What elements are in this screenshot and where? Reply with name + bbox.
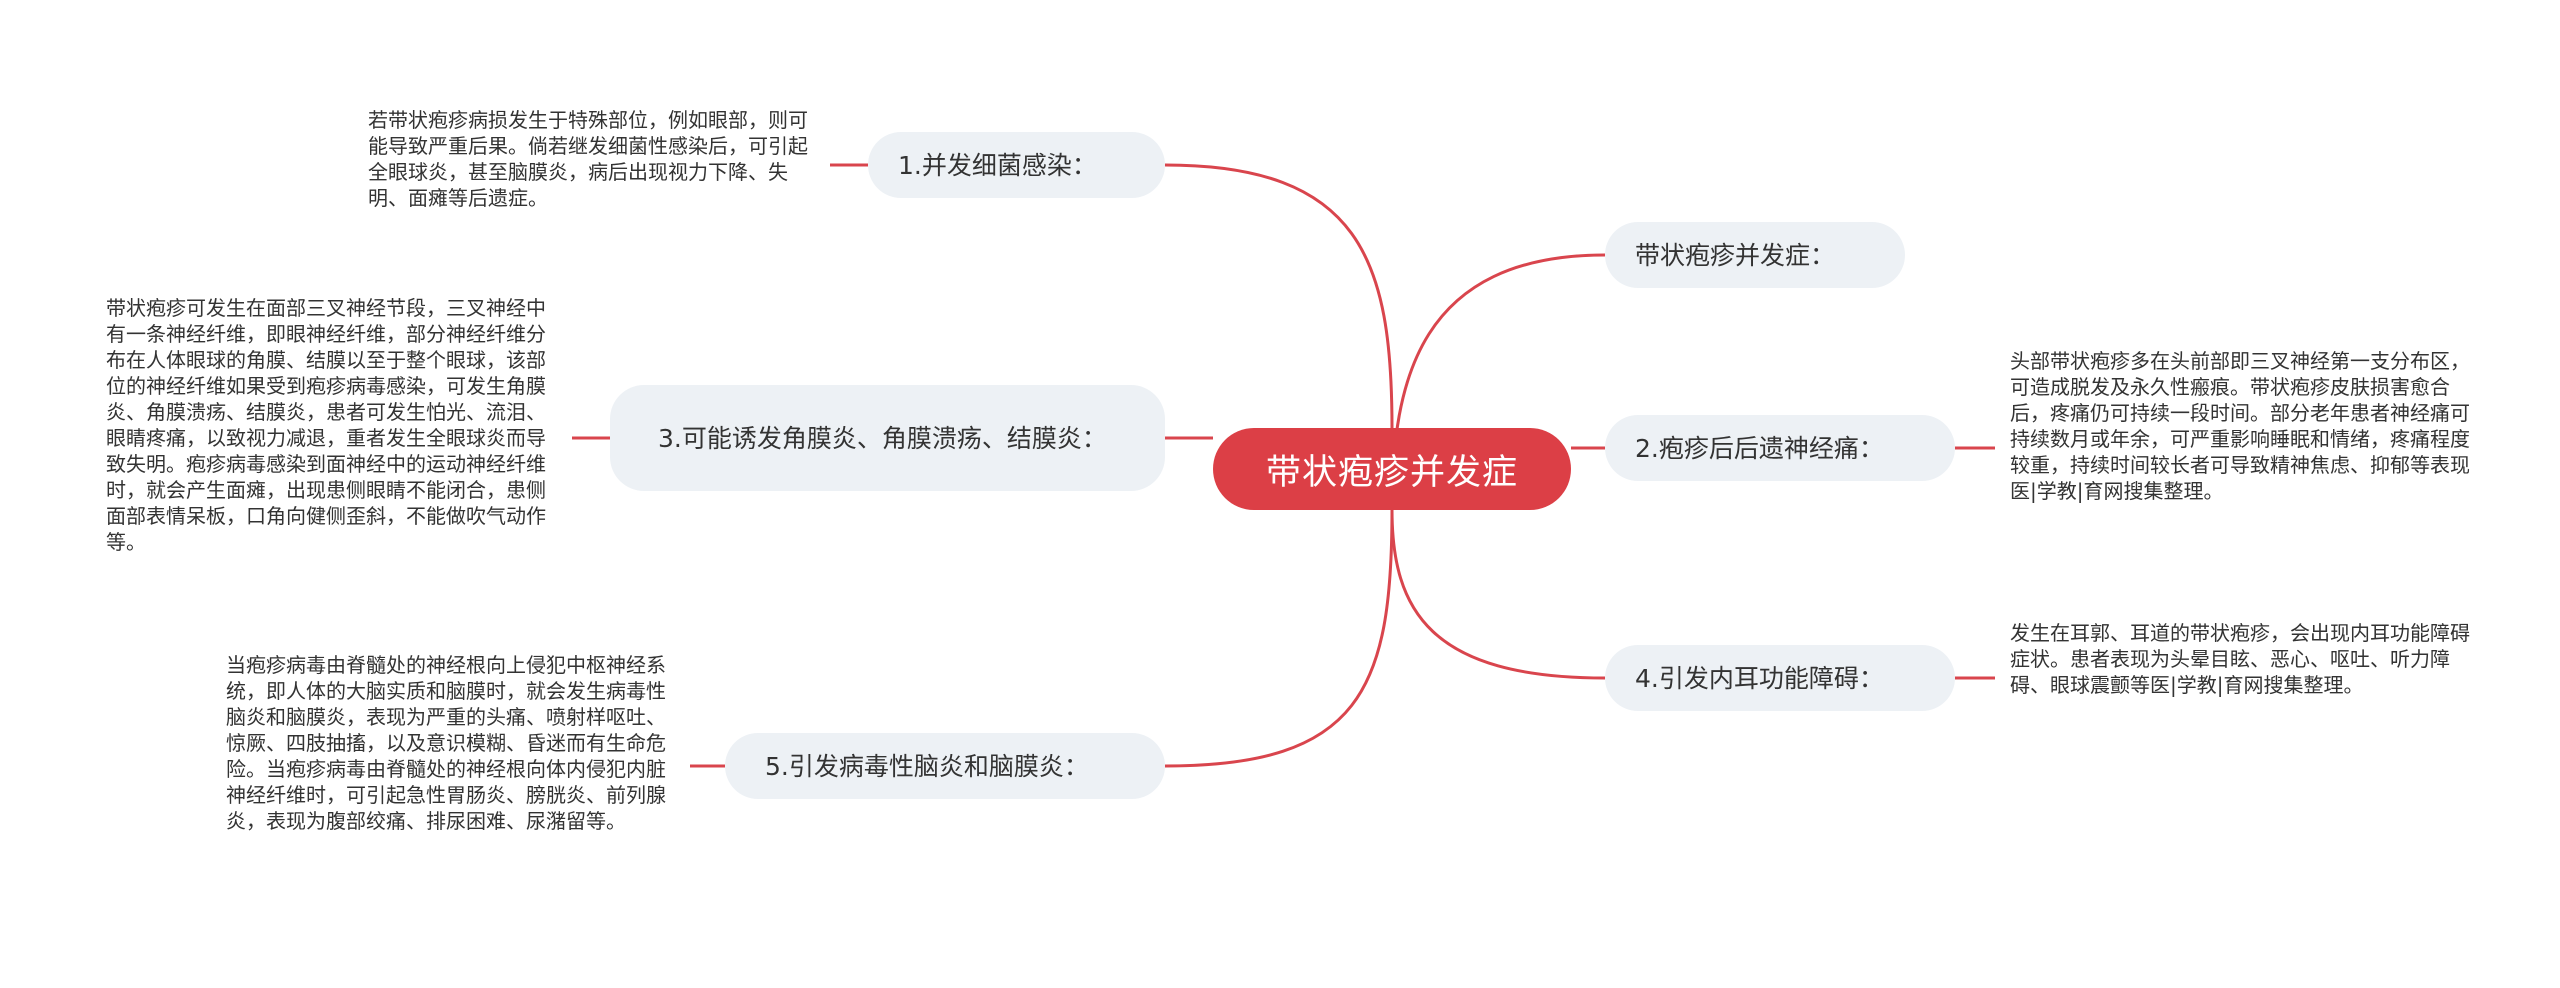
- link-center-to-bacterial: [1164, 163, 1394, 429]
- note-postherpetic-neuralgia: 头部带状疱疹多在头前部即三叉神经第一支分布区，可造成脱发及永久性瘢痕。带状疱疹皮…: [2010, 349, 2470, 503]
- topic-bacterial-infection[interactable]: 1.并发细菌感染：: [868, 132, 1165, 198]
- link-center-to-inner-ear: [1390, 509, 1606, 680]
- note-viral-encephalitis: 当疱疹病毒由脊髓处的神经根向上侵犯中枢神经系统，即人体的大脑实质和脑膜时，就会发…: [226, 653, 666, 833]
- central-topic[interactable]: 带状疱疹并发症: [1213, 428, 1571, 510]
- topic-postherpetic-neuralgia[interactable]: 2.疱疹后后遗神经痛：: [1605, 415, 1955, 481]
- topic-viral-encephalitis[interactable]: 5.引发病毒性脑炎和脑膜炎：: [725, 733, 1165, 799]
- link-center-to-encephalitis: [1164, 509, 1394, 768]
- topic-keratitis-conjunctivitis[interactable]: 3.可能诱发角膜炎、角膜溃疡、结膜炎：: [610, 385, 1165, 491]
- note-inner-ear-dysfunction: 发生在耳郭、耳道的带状疱疹，会出现内耳功能障碍症状。患者表现为头晕目眩、恶心、呕…: [2010, 621, 2470, 697]
- topic-inner-ear-dysfunction[interactable]: 4.引发内耳功能障碍：: [1605, 645, 1955, 711]
- note-bacterial-infection: 若带状疱疹病损发生于特殊部位，例如眼部，则可能导致严重后果。倘若继发细菌性感染后…: [368, 108, 808, 210]
- note-keratitis-conjunctivitis: 带状疱疹可发生在面部三叉神经节段，三叉神经中有一条神经纤维，即眼神经纤维，部分神…: [106, 296, 546, 554]
- topic-complication-title[interactable]: 带状疱疹并发症：: [1605, 222, 1905, 288]
